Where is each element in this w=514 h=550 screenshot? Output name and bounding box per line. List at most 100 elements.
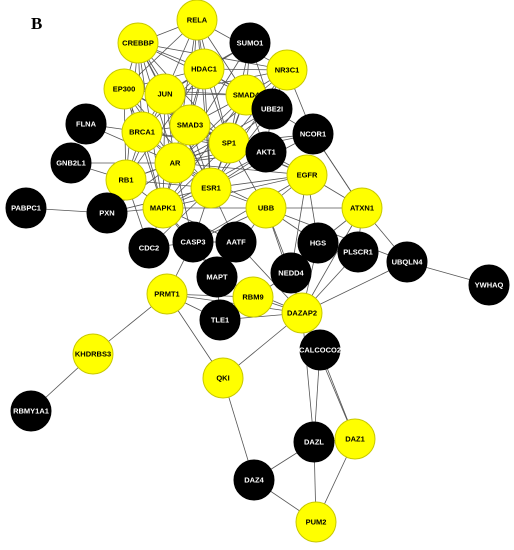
node-aatf: AATF (215, 221, 257, 263)
node-jun: JUN (144, 73, 186, 115)
node-circle (128, 227, 170, 269)
node-circle (215, 221, 257, 263)
node-brca1: BRCA1 (121, 111, 163, 153)
node-label: NEDD4 (278, 269, 304, 278)
node-label: ESR1 (201, 184, 221, 193)
node-circle (105, 159, 147, 201)
node-circle (334, 418, 376, 460)
node-circle (245, 187, 287, 229)
node-circle (65, 103, 107, 145)
node-label: MAPT (206, 273, 228, 282)
node-atxn1: ATXN1 (341, 187, 383, 229)
node-circle (183, 48, 225, 90)
node-pabpc1: PABPC1 (5, 187, 47, 229)
node-label: MAPK1 (150, 204, 176, 213)
node-ubb: UBB (245, 187, 287, 229)
node-label: CREBBP (122, 39, 154, 48)
node-plscr1: PLSCR1 (337, 231, 379, 273)
node-rbm9: RBM9 (232, 276, 274, 318)
node-label: SMAD4 (233, 91, 260, 100)
edge-dazap2-dazl (301, 312, 315, 443)
node-label: PABPC1 (11, 204, 41, 213)
node-ar: AR (154, 142, 196, 184)
node-circle (266, 49, 308, 91)
node-circle (72, 333, 114, 375)
node-tle1: TLE1 (199, 299, 241, 341)
node-circle (245, 131, 287, 173)
node-dazl: DAZL (293, 421, 335, 463)
node-circle (172, 221, 214, 263)
node-circle (292, 113, 334, 155)
node-circle (297, 222, 339, 264)
node-circle (386, 241, 428, 283)
node-circle (86, 192, 128, 234)
node-circle (281, 292, 323, 334)
node-circle (103, 68, 145, 110)
node-circle (50, 142, 92, 184)
node-pxn: PXN (86, 192, 128, 234)
node-label: DAZ4 (244, 476, 264, 485)
node-label: PUM2 (306, 518, 327, 527)
node-dazap2: DAZAP2 (281, 292, 323, 334)
node-circle (176, 0, 218, 41)
node-circle (154, 142, 196, 184)
node-label: PXN (99, 209, 114, 218)
edge-ep300-esr1 (123, 88, 212, 189)
node-circle (468, 264, 510, 306)
node-ywhaq: YWHAQ (468, 264, 510, 306)
node-label: KHDRBS3 (75, 350, 111, 359)
node-akt1: AKT1 (245, 131, 287, 173)
node-hgs: HGS (297, 222, 339, 264)
node-nedd4: NEDD4 (270, 252, 312, 294)
node-label: TLE1 (211, 316, 229, 325)
node-label: SP1 (222, 139, 236, 148)
node-circle (169, 104, 211, 146)
node-khdrbs3: KHDRBS3 (72, 333, 114, 375)
node-label: PRMT1 (154, 290, 179, 299)
node-label: DAZAP2 (287, 309, 317, 318)
node-sp1: SP1 (208, 122, 250, 164)
node-egfr: EGFR (286, 154, 328, 196)
edge-nr3c1-ar (174, 69, 288, 164)
node-crebbp: CREBBP (117, 22, 159, 64)
node-label: HDAC1 (191, 65, 217, 74)
node-label: ATXN1 (350, 204, 374, 213)
edge-rela-esr1 (196, 19, 212, 189)
node-label: UBE2I (261, 105, 283, 114)
node-label: AR (170, 159, 181, 168)
node-esr1: ESR1 (190, 167, 232, 209)
node-ube2i: UBE2I (251, 88, 293, 130)
node-circle (117, 22, 159, 64)
node-label: CDC2 (139, 244, 159, 253)
edge-nr3c1-jun (164, 69, 288, 95)
node-daz1: DAZ1 (334, 418, 376, 460)
node-label: RB1 (118, 176, 133, 185)
node-label: SUMO1 (237, 39, 264, 48)
node-label: DAZ1 (345, 435, 365, 444)
node-label: YWHAQ (475, 281, 504, 290)
node-nr3c1: NR3C1 (266, 49, 308, 91)
node-circle (190, 167, 232, 209)
node-ubqln4: UBQLN4 (386, 241, 428, 283)
node-circle (233, 459, 275, 501)
node-circle (299, 329, 341, 371)
node-sumo1: SUMO1 (229, 22, 271, 64)
node-label: BRCA1 (129, 128, 155, 137)
node-label: GNB2L1 (56, 159, 86, 168)
node-rbmy1a1: RBMY1A1 (10, 390, 52, 432)
node-label: AATF (226, 238, 246, 247)
node-cdc2: CDC2 (128, 227, 170, 269)
node-label: NR3C1 (275, 66, 300, 75)
node-circle (286, 154, 328, 196)
node-circle (5, 187, 47, 229)
node-calcoco2: CALCOCO2 (299, 329, 341, 371)
node-label: FLNA (76, 120, 97, 129)
node-label: QKI (216, 374, 229, 383)
node-label: CALCOCO2 (299, 346, 341, 355)
node-circle (270, 252, 312, 294)
node-pum2: PUM2 (295, 501, 337, 543)
node-label: RBMY1A1 (13, 407, 49, 416)
node-rb1: RB1 (105, 159, 147, 201)
